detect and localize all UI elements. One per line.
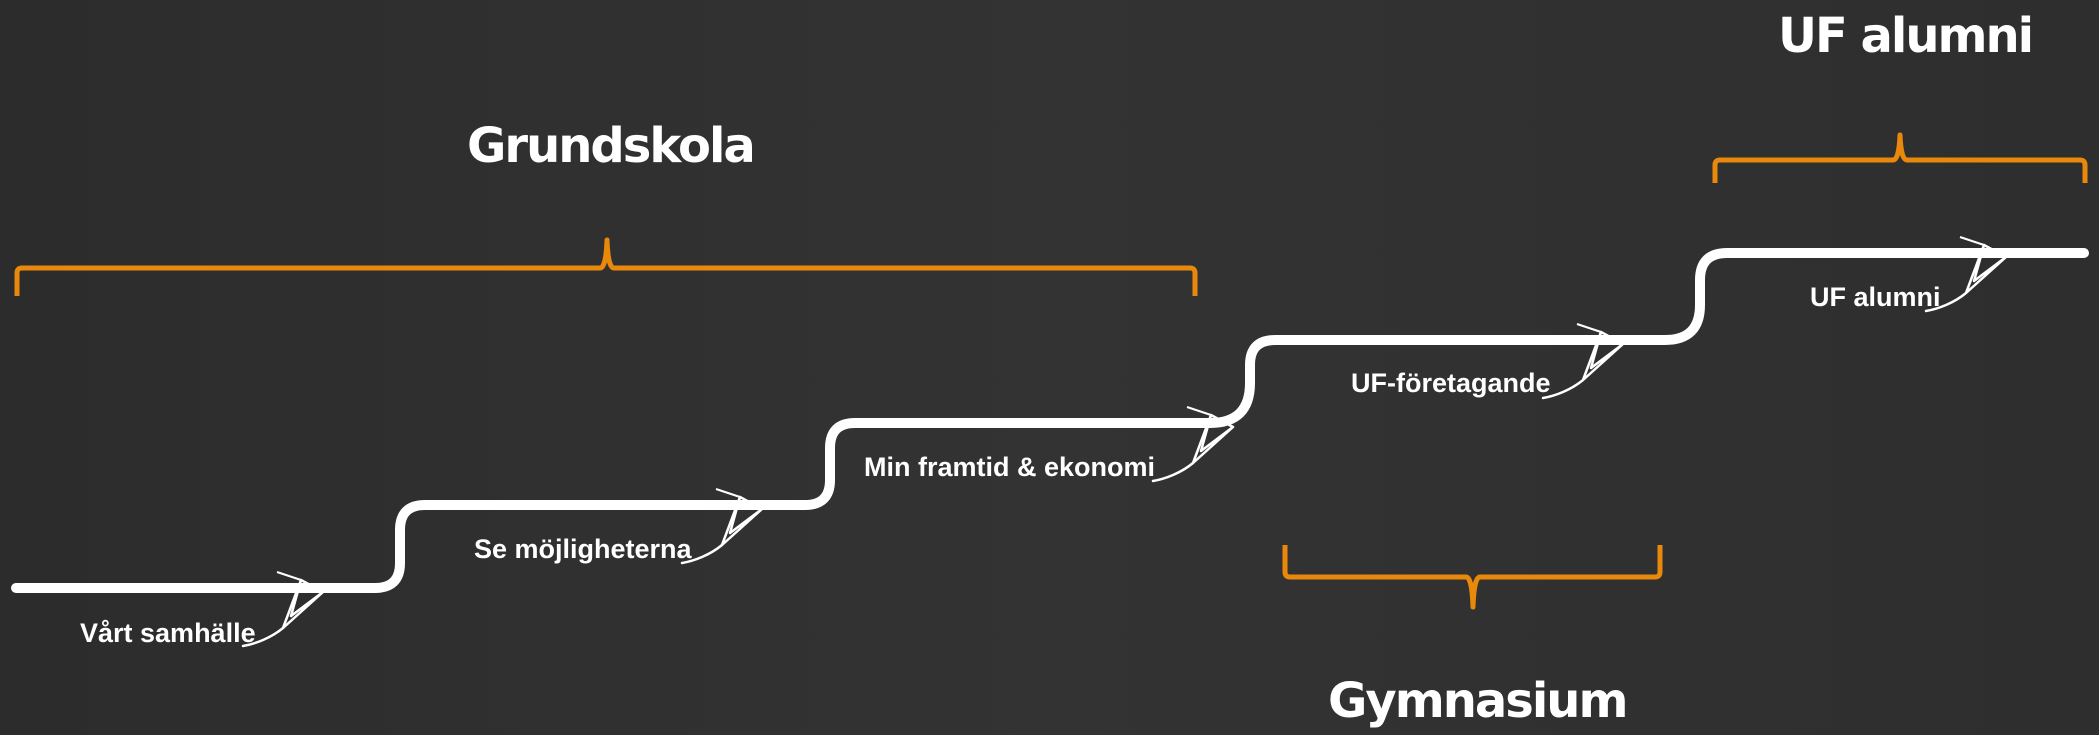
step-label-uf-foretagande: UF-företagande xyxy=(1351,368,1551,398)
paper-plane-icon xyxy=(241,571,325,648)
group-title-uf-alumni: UF alumni xyxy=(1778,8,2034,64)
bracket-uf-alumni xyxy=(1712,132,2088,183)
step-label-uf-alumni: UF alumni xyxy=(1810,282,1941,312)
step-label-vart-samhalle: Vårt samhälle xyxy=(80,618,256,648)
step-label-se-mojligheterna: Se möjligheterna xyxy=(474,534,692,564)
step-label-min-framtid: Min framtid & ekonomi xyxy=(864,452,1156,482)
bracket-gymnasium xyxy=(1282,545,1663,610)
paper-plane-icon xyxy=(680,488,764,565)
paper-plane-icon xyxy=(1924,236,2008,313)
group-title-grundskola: Grundskola xyxy=(467,118,756,174)
group-title-gymnasium: Gymnasium xyxy=(1328,673,1628,729)
staircase-line xyxy=(11,248,2089,593)
paper-plane-icon xyxy=(1151,406,1235,483)
bracket-grundskola xyxy=(14,237,1198,296)
paper-plane-icon xyxy=(1541,323,1625,400)
